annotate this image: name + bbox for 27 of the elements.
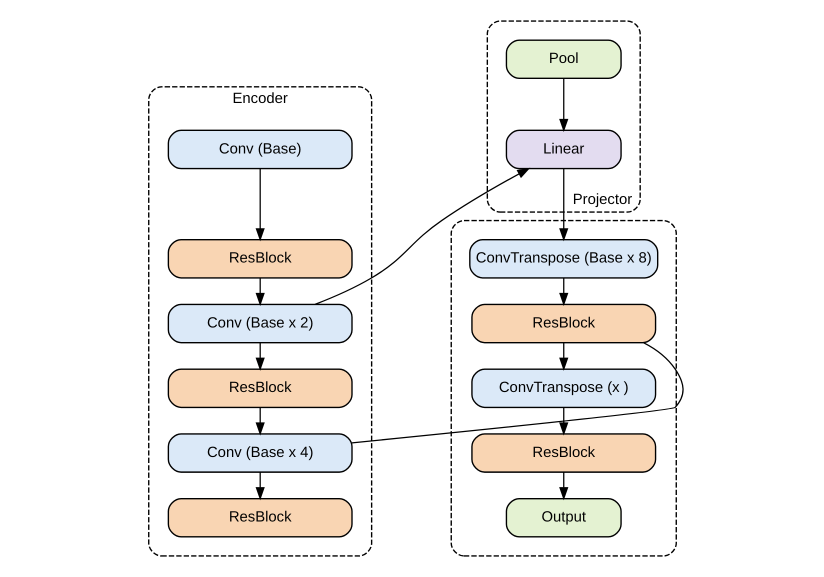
node-box: Output — [505, 498, 622, 538]
node-box: ResBlock — [167, 238, 352, 279]
arrow — [558, 342, 568, 371]
arrow — [314, 168, 530, 305]
node-box: ResBlock — [470, 433, 656, 473]
arrow — [255, 342, 264, 371]
arrow — [255, 407, 264, 436]
node-box: ResBlock — [167, 498, 352, 538]
arrow — [558, 472, 568, 500]
arrow — [558, 407, 568, 436]
arrow — [255, 278, 264, 306]
node-box: ConvTranspose (x ) — [470, 368, 656, 408]
node-box: ResBlock — [167, 368, 352, 408]
node-box: Pool — [505, 39, 622, 80]
node-box: ResBlock — [470, 304, 656, 344]
arrow — [255, 472, 264, 500]
node-box: ConvTranspose (Base x 8) — [468, 238, 658, 279]
connector — [351, 342, 684, 444]
arrow — [558, 168, 568, 242]
arrow — [558, 78, 568, 132]
arrow — [255, 168, 264, 242]
arrow — [558, 278, 568, 306]
node-box: Conv (Base) — [167, 130, 352, 170]
node-box: Conv (Base x 2) — [167, 304, 352, 344]
cluster — [450, 220, 676, 557]
node-box: Conv (Base x 4) — [167, 433, 352, 473]
node-box: Linear — [505, 130, 622, 170]
